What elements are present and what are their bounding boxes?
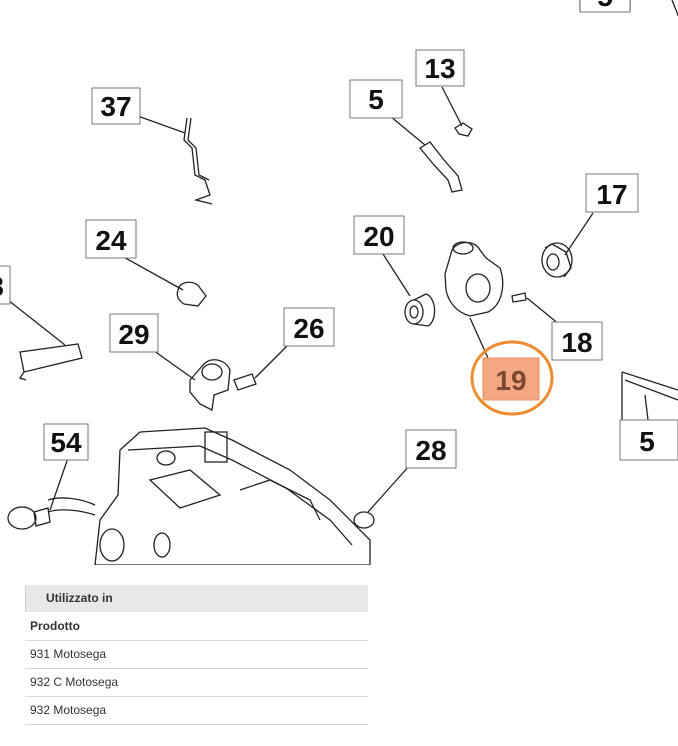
part-26-screw bbox=[233, 373, 257, 391]
chassis-block bbox=[204, 431, 228, 463]
callout-13[interactable]: 13 bbox=[424, 53, 455, 84]
callout-13-box bbox=[415, 49, 465, 87]
part-28-grommet bbox=[353, 511, 375, 529]
used-in-title: Utilizzato in bbox=[25, 585, 368, 612]
part-24-cap bbox=[176, 281, 207, 307]
callout-54-box bbox=[43, 423, 89, 461]
part-54-bulb bbox=[7, 506, 37, 530]
leader-29 bbox=[149, 347, 196, 381]
callout-19[interactable]: 19 bbox=[495, 365, 526, 396]
part-37-wire bbox=[183, 117, 213, 205]
callout-26[interactable]: 26 bbox=[293, 313, 324, 344]
callout-20[interactable]: 20 bbox=[363, 221, 394, 252]
callout-8[interactable]: 8 bbox=[0, 271, 4, 302]
leader-18 bbox=[526, 297, 561, 326]
callout-37[interactable]: 37 bbox=[100, 91, 131, 122]
callout-18[interactable]: 18 bbox=[561, 327, 592, 358]
part-20-spool-hole bbox=[409, 305, 419, 319]
chassis-pocket bbox=[148, 469, 222, 509]
part-20-spool-body bbox=[413, 293, 436, 327]
part-19-pump-bore bbox=[465, 273, 491, 303]
callout-37-box bbox=[91, 87, 141, 125]
part-19-pump-top bbox=[452, 241, 474, 255]
callout-18-box bbox=[551, 321, 603, 361]
callout-20-box bbox=[353, 215, 405, 255]
part-17-ring bbox=[541, 242, 573, 278]
part-5-bar bbox=[621, 371, 678, 420]
chassis-rib bbox=[239, 479, 321, 521]
callout-17[interactable]: 17 bbox=[596, 179, 627, 210]
chassis-port-left bbox=[99, 528, 125, 562]
leader-8 bbox=[7, 299, 66, 346]
part-8-strip bbox=[19, 343, 83, 373]
callout-5-top[interactable]: 5 bbox=[597, 0, 613, 12]
part-19-pump-housing bbox=[444, 241, 504, 317]
callout-8-box bbox=[0, 265, 11, 305]
part-29-bracket-hole bbox=[201, 363, 223, 381]
chassis-ridge bbox=[127, 445, 353, 546]
callout-54[interactable]: 54 bbox=[50, 427, 82, 458]
leader-54 bbox=[49, 457, 69, 511]
product-column-header: Prodotto bbox=[25, 612, 368, 641]
part-13-connector bbox=[454, 122, 473, 137]
part-5-hose bbox=[419, 141, 463, 193]
leader-26 bbox=[254, 342, 291, 379]
part-17-ring-side bbox=[544, 243, 572, 278]
part-8-strip-edge bbox=[18, 371, 27, 381]
leader-5b bbox=[644, 394, 649, 421]
part-17-ring-hole bbox=[546, 253, 560, 271]
part-54-socket bbox=[33, 497, 96, 527]
callout-17-box bbox=[585, 173, 639, 213]
used-in-panel: Utilizzato in Prodotto 931 Motosega 932 … bbox=[25, 585, 368, 725]
callout-28-box bbox=[405, 429, 457, 469]
product-row[interactable]: 932 Motosega bbox=[25, 697, 368, 725]
callout-28[interactable]: 28 bbox=[415, 435, 446, 466]
callout-5-top-box bbox=[579, 0, 631, 13]
parts-diagram: 5 37 13 5 17 20 24 8 29 26 18 19 5 54 28 bbox=[0, 0, 678, 565]
product-row[interactable]: 931 Motosega bbox=[25, 641, 368, 669]
leader-20 bbox=[382, 253, 411, 297]
leader-24 bbox=[119, 254, 184, 291]
chassis-boss bbox=[156, 450, 176, 466]
leader-17 bbox=[564, 212, 594, 256]
callout-29-box bbox=[109, 313, 159, 353]
product-row[interactable]: 932 C Motosega bbox=[25, 669, 368, 697]
part-18-screw bbox=[511, 292, 527, 303]
highlight-ring-19 bbox=[470, 340, 554, 416]
callout-5a-box bbox=[349, 79, 403, 119]
leader-37 bbox=[134, 114, 186, 134]
leader-13 bbox=[441, 86, 463, 127]
part-29-bracket bbox=[189, 359, 231, 411]
callout-24-box bbox=[85, 219, 137, 259]
callout-5a[interactable]: 5 bbox=[368, 84, 384, 115]
leader-28 bbox=[367, 464, 411, 513]
part-20-spool-front bbox=[404, 299, 424, 325]
chassis-body bbox=[94, 427, 371, 565]
callout-19-box bbox=[482, 357, 540, 401]
callout-26-box bbox=[283, 307, 335, 347]
callout-29[interactable]: 29 bbox=[118, 319, 149, 350]
chassis-port-mid bbox=[153, 532, 171, 558]
part-37-wire-edge bbox=[187, 117, 210, 181]
leader-5a bbox=[389, 115, 426, 146]
callout-5b-box bbox=[619, 419, 678, 461]
callout-24[interactable]: 24 bbox=[95, 225, 127, 256]
callout-5b[interactable]: 5 bbox=[639, 426, 655, 457]
